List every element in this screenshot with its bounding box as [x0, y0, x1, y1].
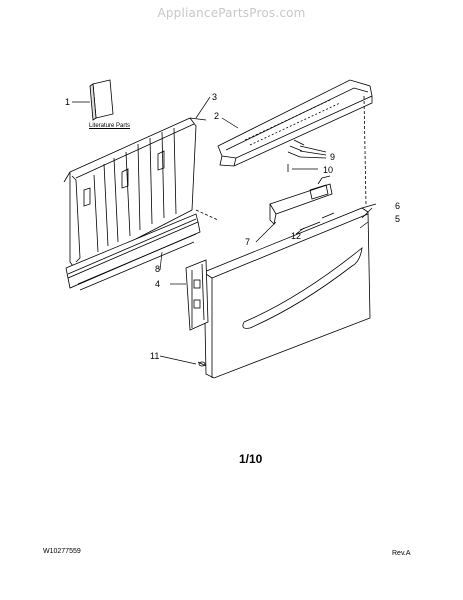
screw-10 [287, 164, 318, 172]
drawer-front [203, 203, 377, 379]
screws-9 [287, 139, 327, 159]
callout-leaders [72, 96, 373, 365]
callout-4: 4 [155, 279, 161, 289]
leader-dashes [195, 95, 367, 221]
callout-11: 11 [150, 351, 160, 361]
watermark: AppliancePartsPros.com [157, 6, 306, 20]
callout-12: 12 [291, 231, 302, 241]
control-panel-trim [217, 79, 373, 167]
callout-7: 7 [245, 237, 251, 247]
callout-6: 6 [395, 201, 401, 211]
callout-5: 5 [395, 214, 401, 224]
callout-2: 2 [214, 111, 220, 121]
literature-booklet [89, 79, 114, 121]
document-number: W10277559 [43, 548, 81, 555]
side-bracket-4 [185, 259, 209, 331]
callout-8: 8 [155, 264, 161, 274]
revision-label: Rev.A [392, 550, 411, 557]
callout-9: 9 [330, 152, 336, 162]
callout-1: 1 [65, 97, 71, 107]
literature-parts-label: Literature Parts [89, 123, 131, 129]
callout-10: 10 [323, 165, 334, 175]
bracket-7 [269, 175, 333, 225]
screw-11 [197, 361, 207, 367]
callout-3: 3 [212, 92, 218, 102]
page-number: 1/10 [239, 452, 263, 466]
bottom-strip [65, 213, 201, 291]
console-back-panel [63, 117, 207, 271]
